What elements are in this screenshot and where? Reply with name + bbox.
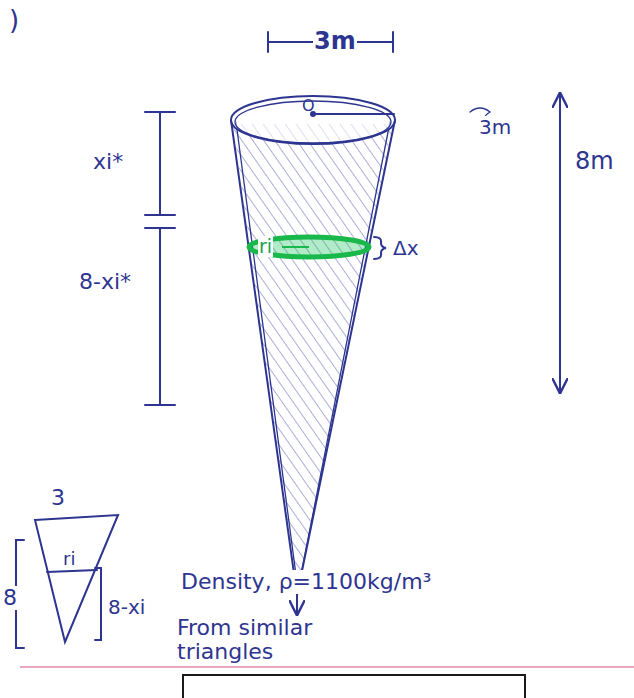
- dimension-tick: [145, 404, 175, 406]
- dimension-label: 8: [2, 586, 18, 610]
- similar-triangle: [35, 515, 118, 642]
- ruled-line: [20, 666, 634, 668]
- apex-arrow: [296, 595, 298, 614]
- liquid-hatching: [233, 124, 393, 595]
- thickness-label: Δx: [392, 237, 420, 259]
- answer-box: [183, 675, 525, 698]
- dimension-tick: [145, 214, 175, 216]
- slice-radius: [282, 246, 309, 248]
- dimension-tick: [267, 32, 269, 52]
- center-label: O: [301, 97, 316, 115]
- variable-label: 8-xi: [107, 596, 146, 618]
- radius-label: ri: [62, 549, 76, 569]
- slice-brace: [374, 237, 386, 259]
- cone-side: [231, 120, 395, 595]
- dimension-label: 3m: [313, 28, 357, 54]
- dimension-label: 8m: [574, 148, 615, 174]
- dimension-tick: [145, 227, 175, 229]
- xi-dimension: [159, 112, 161, 215]
- cone-side-retrace: [236, 122, 390, 590]
- remaining-bracket: [95, 568, 101, 640]
- dimension-tick: [392, 32, 394, 52]
- remaining-dimension: [159, 228, 161, 405]
- dimension-label: 3m: [478, 116, 512, 138]
- bracket-mark: ): [8, 6, 20, 35]
- variable-label: xi*: [92, 150, 124, 174]
- slice-disk: [249, 237, 369, 257]
- triangle-radius: [47, 570, 97, 572]
- cone-rim: [231, 96, 395, 144]
- height-dimension: [559, 94, 561, 392]
- dimension-label: 3: [50, 486, 66, 510]
- density-note: Density, ρ=1100kg/m³: [180, 570, 432, 594]
- radius-line: [316, 113, 394, 115]
- note-text: From similar triangles: [176, 616, 378, 664]
- variable-label: 8-xi*: [78, 270, 132, 294]
- dimension-tick: [145, 111, 175, 113]
- radius-label: ri: [258, 236, 273, 257]
